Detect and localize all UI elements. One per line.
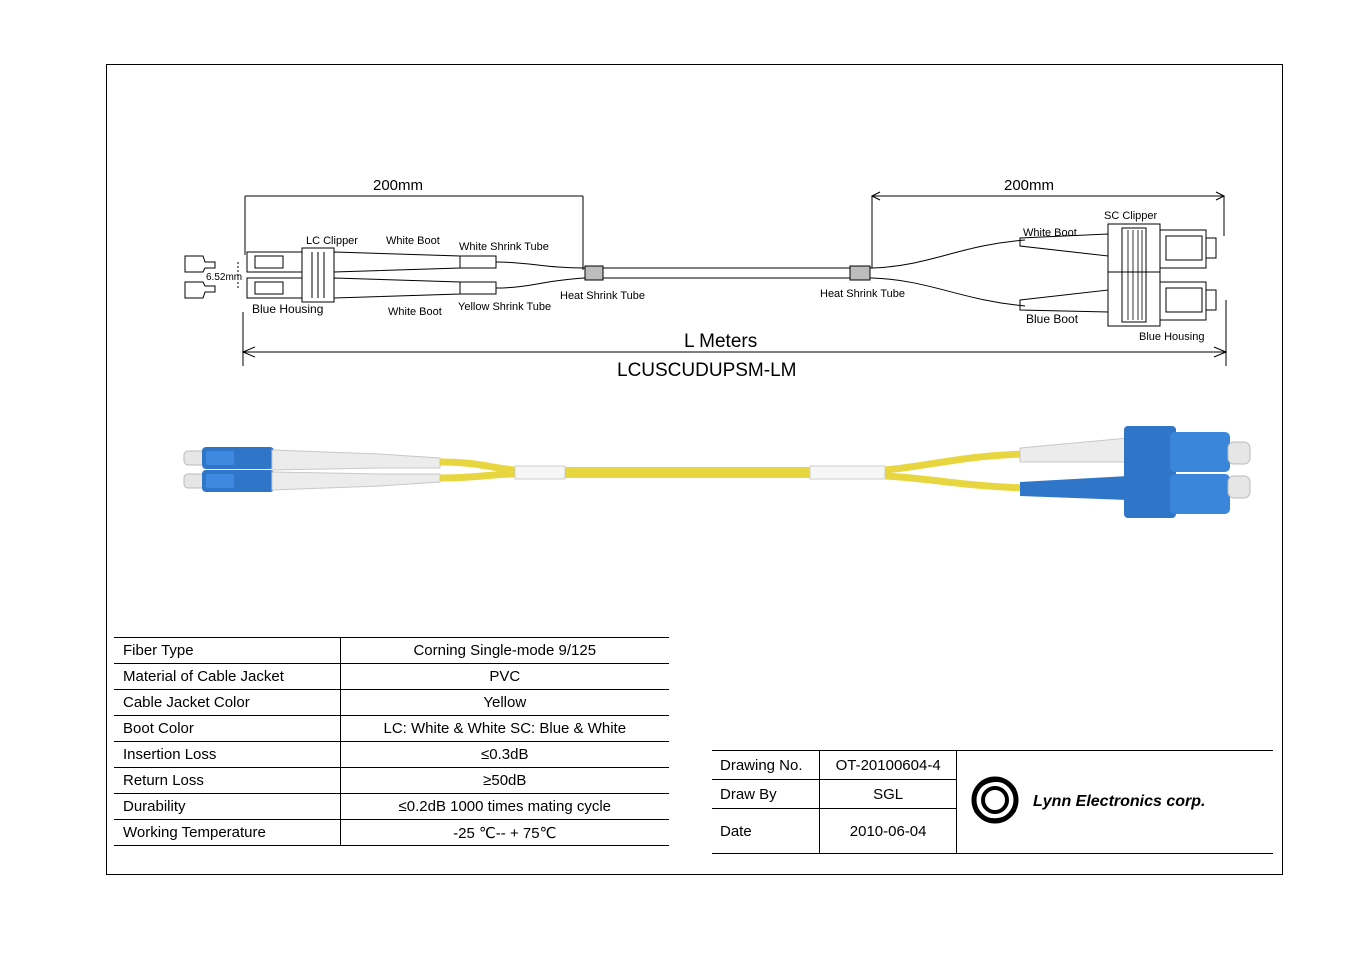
- drawing-no: OT-20100604-4: [819, 750, 957, 780]
- spec-value: ≤0.3dB: [339, 741, 669, 768]
- spec-value: ≤0.2dB 1000 times mating cycle: [339, 793, 669, 820]
- spec-label: Insertion Loss: [114, 741, 341, 768]
- spec-label: Cable Jacket Color: [114, 689, 341, 716]
- length-label: L Meters: [684, 331, 757, 352]
- pitch-label: 6.52mm: [206, 272, 242, 283]
- company-name: Lynn Electronics corp.: [1033, 793, 1205, 810]
- spec-label: Return Loss: [114, 767, 341, 794]
- blue-boot-sc-label: Blue Boot: [1026, 312, 1079, 326]
- dim-left-label: 200mm: [373, 177, 423, 194]
- spec-label: Fiber Type: [114, 637, 341, 664]
- dim-right-label: 200mm: [1004, 177, 1054, 194]
- spec-row: Working Temperature-25 ℃-- + 75℃: [114, 819, 669, 846]
- spec-value: Corning Single-mode 9/125: [339, 637, 669, 664]
- spec-row: Durability≤0.2dB 1000 times mating cycle: [114, 793, 669, 820]
- white-boot-bottom-label: White Boot: [388, 306, 442, 318]
- spec-row: Return Loss≥50dB: [114, 767, 669, 794]
- white-shrink-tube-label: White Shrink Tube: [459, 241, 549, 253]
- spec-value: Yellow: [339, 689, 669, 716]
- spec-row: Insertion Loss≤0.3dB: [114, 741, 669, 768]
- spec-label: Material of Cable Jacket: [114, 663, 341, 690]
- heat-shrink-right: [849, 265, 871, 281]
- heat-shrink-left-label: Heat Shrink Tube: [560, 290, 645, 302]
- spec-label: Working Temperature: [114, 819, 341, 846]
- spec-value: LC: White & White SC: Blue & White: [339, 715, 669, 742]
- blue-housing-right-label: Blue Housing: [1139, 331, 1204, 343]
- yellow-shrink-tube-label: Yellow Shrink Tube: [458, 301, 551, 313]
- white-boot-top-label: White Boot: [386, 235, 440, 247]
- spec-label: Boot Color: [114, 715, 341, 742]
- spec-label: Durability: [114, 793, 341, 820]
- spec-value: -25 ℃-- + 75℃: [339, 819, 669, 846]
- lynn-swirl-logo-icon: [971, 776, 1019, 824]
- spec-value: PVC: [339, 663, 669, 690]
- company-logo: Lynn Electronics corp.: [971, 776, 1205, 824]
- blue-housing-left-label: Blue Housing: [252, 302, 323, 316]
- drawing-frame: [106, 64, 1283, 875]
- heat-shrink-left: [584, 265, 604, 281]
- white-boot-sc-label: White Boot: [1023, 227, 1077, 239]
- part-number: LCUSCUDUPSM-LM: [617, 360, 796, 381]
- lc-clipper-label: LC Clipper: [306, 235, 358, 247]
- draw-by-label: Draw By: [712, 779, 820, 809]
- line-drawing: [184, 191, 1228, 366]
- date-value: 2010-06-04: [819, 808, 957, 854]
- company-logo-cell: Lynn Electronics corp.: [956, 750, 1273, 854]
- spec-value: ≥50dB: [339, 767, 669, 794]
- heat-shrink-right-label: Heat Shrink Tube: [820, 288, 905, 300]
- draw-by: SGL: [819, 779, 957, 809]
- drawing-no-label: Drawing No.: [712, 750, 820, 780]
- date-label: Date: [712, 808, 820, 854]
- product-photo: [183, 426, 1251, 518]
- title-block: Drawing No. OT-20100604-4 Lynn Electroni…: [712, 725, 1273, 854]
- title-header-row: [712, 725, 1273, 751]
- sc-clipper-label: SC Clipper: [1104, 210, 1158, 222]
- spec-header-row: [114, 612, 669, 638]
